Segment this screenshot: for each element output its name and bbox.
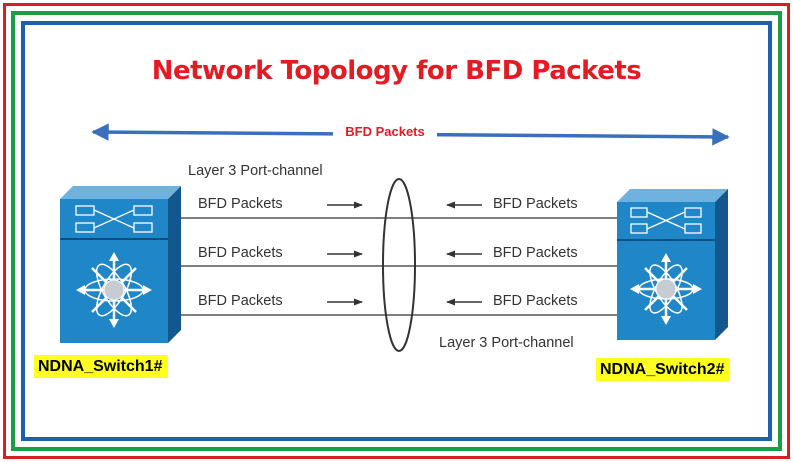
- port-channel-label-right: Layer 3 Port-channel: [439, 335, 574, 351]
- port-channel-label-left: Layer 3 Port-channel: [188, 163, 323, 179]
- switch-right-icon: [617, 189, 728, 340]
- port-channel-ellipse: [382, 178, 416, 352]
- switch-left-icon: [60, 186, 181, 343]
- link-1-right-label: BFD Packets: [493, 196, 578, 212]
- link-2-right-label: BFD Packets: [493, 245, 578, 261]
- diagram-title: Network Topology for BFD Packets: [151, 56, 642, 86]
- switch-left-prompt: NDNA_Switch1#: [34, 355, 169, 378]
- link-3-left-label: BFD Packets: [198, 293, 283, 309]
- middle-frame-green: [11, 11, 782, 451]
- bfd-banner-label: BFD Packets: [333, 124, 437, 139]
- link-1-left-label: BFD Packets: [198, 196, 283, 212]
- link-2-left-label: BFD Packets: [198, 245, 283, 261]
- link-3-right-label: BFD Packets: [493, 293, 578, 309]
- switch-right-prompt: NDNA_Switch2#: [596, 358, 731, 381]
- outer-frame-red: [3, 3, 790, 459]
- inner-frame-blue: [21, 21, 772, 441]
